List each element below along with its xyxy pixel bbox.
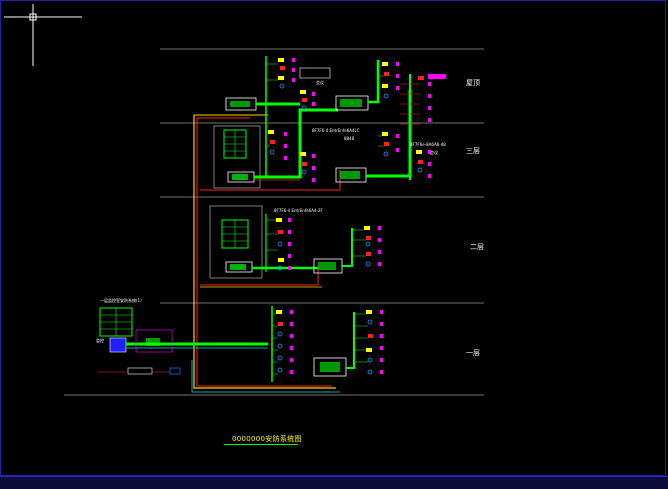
status-bar bbox=[0, 476, 668, 489]
floor1-panel-label: 一层监控室安防系统(1) bbox=[100, 298, 142, 303]
roof-annotation: 会议 bbox=[316, 80, 324, 85]
floor3-note-left: 8F7F6-4 EntrEnfe6A4LC bbox=[312, 128, 360, 133]
floor3-note-right: 8F7F6e-8A6A6-48 bbox=[410, 142, 446, 147]
roof-equipment bbox=[225, 56, 420, 180]
floor-label-1: 一层 bbox=[466, 349, 480, 357]
floor1-panel-sub: 监控 bbox=[96, 338, 104, 343]
floor1-equipment bbox=[98, 306, 355, 382]
floor2-note: 8F7F6-4 EntrEnfe6A4-2F bbox=[274, 208, 323, 213]
floor2-equipment bbox=[209, 205, 353, 279]
device-symbols bbox=[266, 58, 431, 375]
drawing-title: 0000000安防系统图 bbox=[232, 435, 302, 443]
drawing-title-underline bbox=[224, 444, 298, 445]
floor-separators bbox=[64, 48, 484, 396]
riser-lines bbox=[191, 114, 341, 393]
floor-label-2: 二层 bbox=[470, 243, 484, 251]
floor3-note-left-sub: 8848 bbox=[344, 136, 355, 141]
floor-label-roof: 屋顶 bbox=[466, 79, 480, 87]
floor-label-3: 三层 bbox=[466, 147, 480, 155]
drawing-viewport[interactable] bbox=[0, 0, 666, 476]
roof-magenta-tag bbox=[428, 74, 446, 79]
floor3-note-right-sub: 会议 bbox=[430, 150, 438, 155]
cursor-crosshair-icon bbox=[4, 4, 82, 66]
